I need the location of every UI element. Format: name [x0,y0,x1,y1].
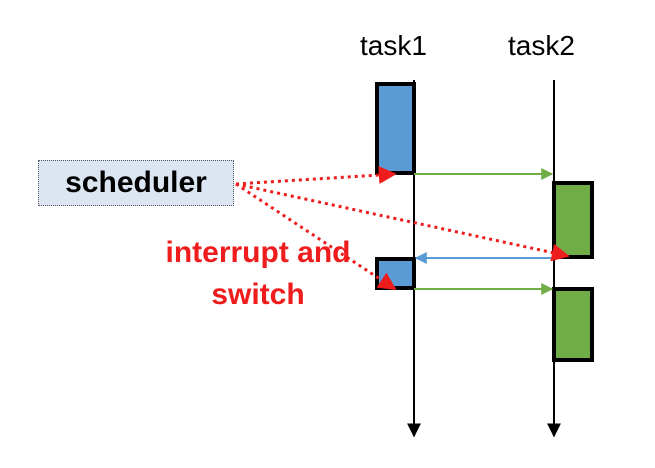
task2-block-2 [552,287,594,362]
interrupt-and-switch-label: interrupt and switch [140,232,376,316]
task2-block-1 [552,181,594,259]
task1-block-2 [375,257,416,290]
interrupt-label-line2: switch [211,278,305,311]
scheduler-arrow-1 [235,166,397,186]
task1-block-1 [375,82,416,175]
scheduler-box: scheduler [38,160,234,206]
interrupt-label-line1: interrupt and [165,236,351,269]
scheduler-label: scheduler [65,166,207,199]
scheduler-arrow-2 [235,182,570,262]
task1-label: task1 [360,30,427,61]
task2-label: task2 [508,30,575,61]
